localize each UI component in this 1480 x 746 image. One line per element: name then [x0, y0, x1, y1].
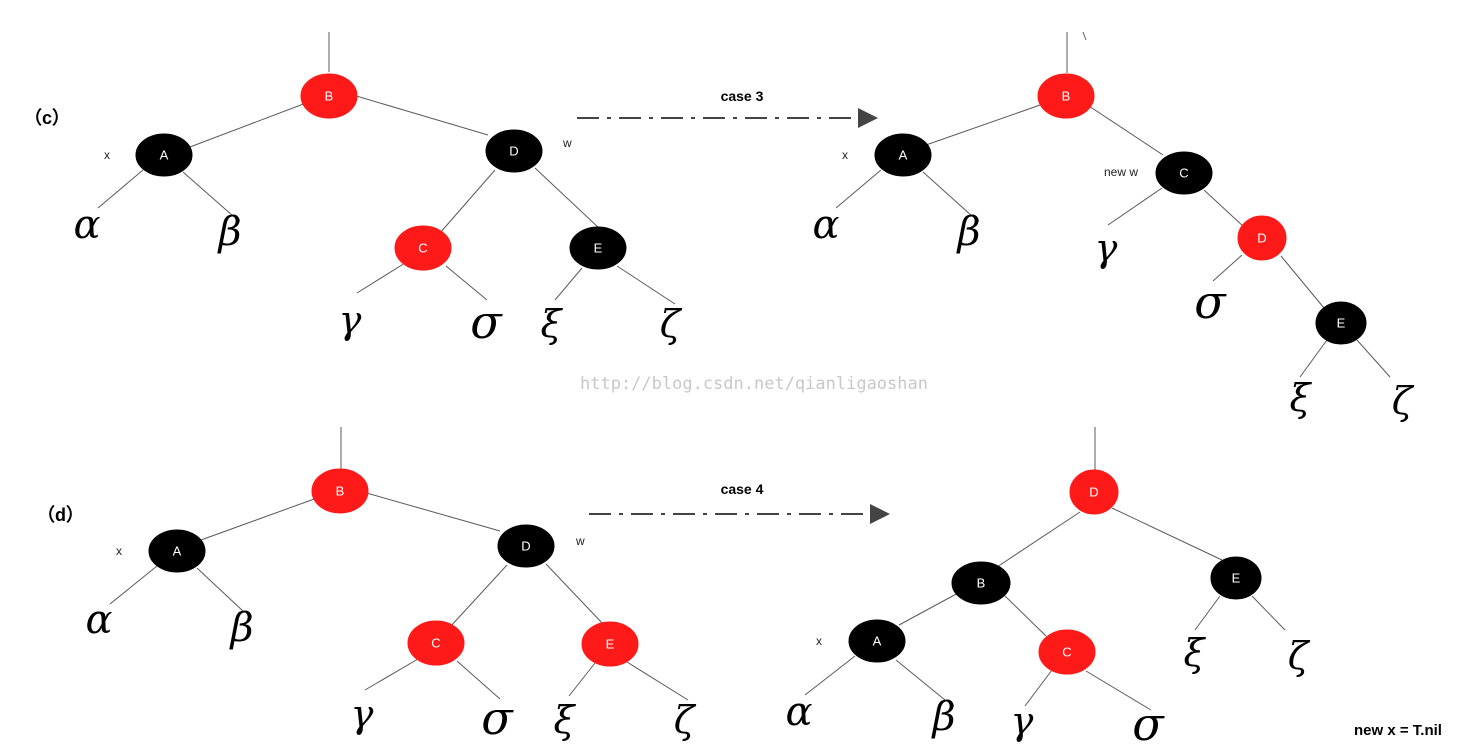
label-new-w: new w [1104, 165, 1138, 179]
node-E: E [1210, 556, 1262, 600]
greek-zeta: ζ [1392, 379, 1415, 423]
node-label: E [1337, 316, 1346, 331]
case-3-arrow: case 3 [577, 88, 878, 128]
node-label: A [160, 148, 169, 163]
greek-alpha: α [73, 202, 100, 248]
greek-gamma: γ [339, 298, 362, 342]
greek-xi: ξ [541, 302, 564, 346]
case-label: case 3 [721, 88, 764, 104]
node-label: D [1257, 231, 1266, 246]
greek-gamma: γ [1095, 226, 1118, 270]
node-C: C [394, 225, 452, 271]
node-B: B [300, 73, 358, 119]
label-x: x [842, 148, 848, 162]
node-label: A [899, 148, 908, 163]
greek-beta: β [930, 694, 955, 740]
node-label: B [977, 576, 986, 591]
node-A: A [848, 619, 906, 663]
case-4-arrow: case 4 [589, 481, 890, 524]
label-x: x [116, 544, 122, 558]
node-label: C [431, 636, 440, 651]
node-E: E [1315, 301, 1367, 345]
node-label: E [594, 241, 603, 256]
greek-gamma: γ [351, 692, 374, 736]
label-x: x [104, 148, 110, 162]
node-label: A [873, 634, 882, 649]
greek-xi: ξ [554, 698, 577, 742]
node-D: D [1069, 469, 1119, 515]
node-label: C [1179, 166, 1188, 181]
greek-zeta: ζ [660, 302, 683, 346]
node-E: E [569, 226, 627, 270]
greek-alpha: α [785, 689, 812, 735]
label-x: x [816, 634, 822, 648]
watermark: http://blog.csdn.net/qianligaoshan [580, 374, 928, 394]
greek-sigma: σ [481, 691, 514, 745]
node-B: B [311, 468, 369, 514]
greek-zeta: ζ [674, 698, 697, 742]
node-label: D [509, 144, 518, 159]
panel-c-before: B A D C E x w α β γ σ ξ ζ [73, 32, 683, 349]
node-A: A [874, 133, 932, 177]
node-C: C [1155, 151, 1213, 195]
node-E: E [581, 621, 639, 667]
greek-alpha: α [812, 202, 839, 248]
node-label: B [336, 484, 345, 499]
greek-sigma: σ [470, 295, 503, 349]
node-label: C [1062, 645, 1071, 660]
greek-sigma: σ [1132, 697, 1165, 746]
panel-c-after: B A C D E x new w α β γ σ ξ ζ [812, 31, 1415, 423]
node-label: E [1232, 571, 1241, 586]
node-B: B [1037, 73, 1095, 119]
node-label: E [606, 637, 615, 652]
panel-d-before: B A D C E x w α β γ σ ξ ζ [85, 427, 697, 745]
label-w: w [562, 136, 572, 150]
node-label: B [1062, 89, 1071, 104]
node-label: D [521, 539, 530, 554]
greek-xi: ξ [1290, 376, 1313, 420]
panel-label-c: （c） [24, 108, 70, 128]
greek-gamma: γ [1011, 699, 1034, 743]
node-B: B [951, 561, 1011, 605]
greek-alpha: α [85, 597, 112, 643]
node-D: D [1237, 215, 1287, 261]
panel-d-after: D B E A C x α β γ σ ξ ζ [785, 427, 1311, 746]
footer-note: new x = T.nil [1354, 722, 1442, 739]
node-label: A [173, 544, 182, 559]
greek-zeta: ζ [1288, 634, 1311, 678]
node-label: C [418, 241, 427, 256]
panel-label-d: （d） [37, 505, 84, 525]
label-w: w [575, 534, 585, 548]
greek-sigma: σ [1194, 275, 1227, 329]
case-label: case 4 [721, 481, 764, 497]
greek-xi: ξ [1184, 631, 1207, 675]
greek-beta: β [216, 209, 241, 255]
node-A: A [148, 529, 206, 573]
greek-beta: β [228, 605, 253, 651]
node-D: D [485, 129, 543, 173]
node-label: D [1089, 485, 1098, 500]
node-D: D [497, 524, 555, 568]
node-C: C [407, 620, 465, 666]
node-A: A [135, 133, 193, 177]
node-C: C [1038, 629, 1096, 675]
node-label: B [325, 89, 334, 104]
greek-beta: β [955, 209, 980, 255]
